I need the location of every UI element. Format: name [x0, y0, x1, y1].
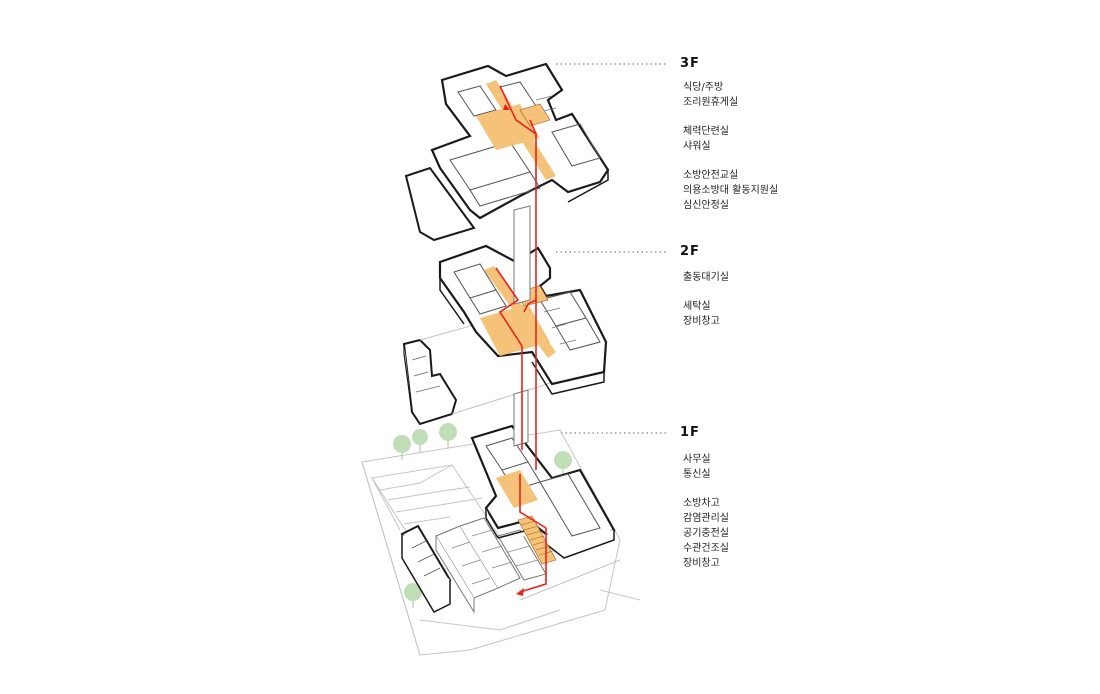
room-list-1f: 사무실 통신실 소방차고 감염관리실 공기충전실 수관건조실 장비창고	[683, 452, 729, 585]
room-label: 심신안정실	[683, 200, 729, 211]
room-list-3f: 식당/주방 조리원휴게실 체력단련실 샤워실 소방안전교실 의용소방대 활동지원…	[683, 80, 778, 227]
corridor-2f	[484, 266, 556, 358]
room-label: 출동대기실	[683, 272, 729, 283]
route-arrowhead	[516, 588, 524, 596]
circulation-1f	[496, 470, 538, 508]
room-label: 샤워실	[683, 141, 711, 152]
room-label: 사무실	[683, 454, 711, 465]
room-label: 의용소방대 활동지원실	[683, 185, 779, 196]
circulation-2f	[480, 304, 550, 356]
room-label: 체력단련실	[683, 126, 729, 137]
room-group: 소방안전교실 의용소방대 활동지원실 심신안정실	[683, 168, 778, 213]
room-label: 식당/주방	[683, 82, 724, 93]
room-group: 소방차고 감염관리실 공기충전실 수관건조실 장비창고	[683, 496, 729, 571]
room-group: 식당/주방 조리원휴게실	[683, 80, 778, 110]
floor-3f-volume	[404, 62, 610, 242]
stair-3f	[519, 103, 551, 127]
room-label: 통신실	[683, 469, 711, 480]
room-label: 세탁실	[683, 301, 711, 312]
room-label: 감염관리실	[683, 513, 729, 524]
room-label: 소방안전교실	[683, 170, 739, 181]
room-label: 조리원휴게실	[683, 97, 739, 108]
room-list-2f: 출동대기실 세탁실 장비창고	[683, 270, 729, 343]
room-group: 출동대기실	[683, 270, 729, 285]
vertical-shaft	[513, 205, 531, 447]
room-label: 장비창고	[683, 558, 720, 569]
route-arrowhead	[503, 104, 510, 110]
room-group: 체력단련실 샤워실	[683, 124, 778, 154]
room-label: 장비창고	[683, 316, 720, 327]
floor-label-2f: 2F	[680, 244, 700, 259]
floor-1f-volume	[400, 424, 616, 614]
room-label: 공기충전실	[683, 528, 729, 539]
floor-label-1f: 1F	[680, 425, 700, 440]
corridor-3f	[486, 80, 556, 180]
room-group: 사무실 통신실	[683, 452, 729, 482]
tree-icon	[393, 423, 572, 601]
dispatch-route	[495, 85, 547, 593]
room-label: 수관건조실	[683, 543, 729, 554]
site-plan	[361, 429, 641, 656]
room-label: 소방차고	[683, 498, 720, 509]
floor-label-3f: 3F	[680, 56, 700, 71]
room-group: 세탁실 장비창고	[683, 299, 729, 329]
leader-lines	[556, 63, 668, 434]
